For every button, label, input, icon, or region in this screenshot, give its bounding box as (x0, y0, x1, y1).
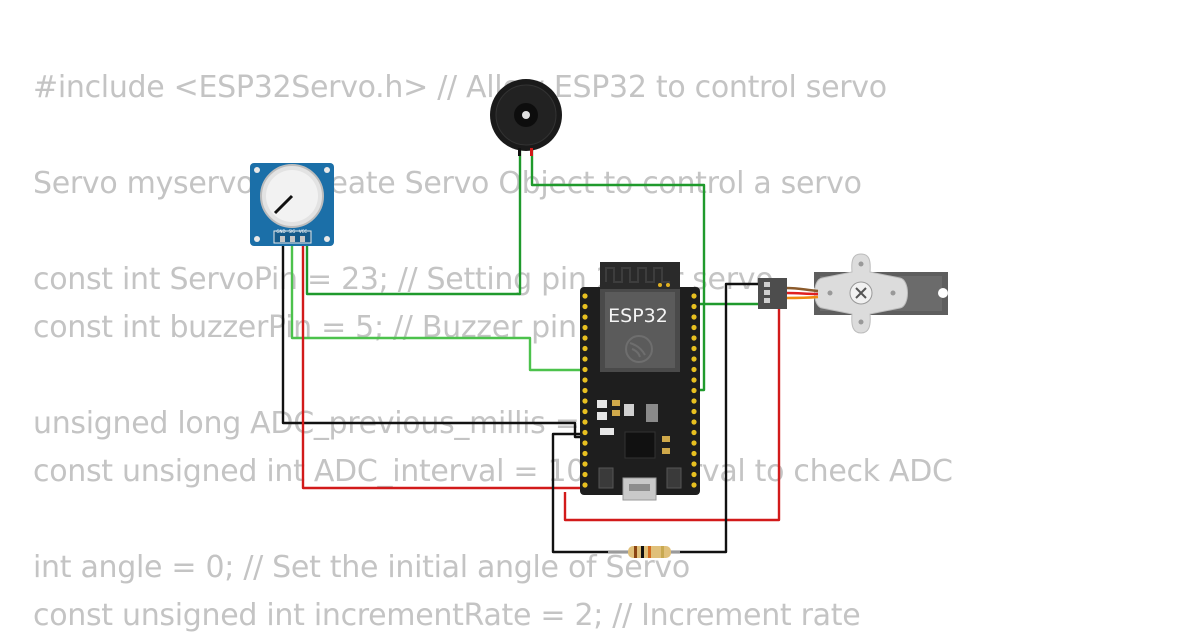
esp32-pin[interactable] (691, 461, 697, 467)
wire-pot-power[interactable] (301, 240, 585, 490)
esp32-pin[interactable] (691, 345, 697, 352)
espressif-logo-icon (625, 335, 653, 363)
esp32-pin[interactable] (582, 461, 588, 467)
buzzer[interactable] (490, 79, 562, 156)
esp32-pin[interactable] (582, 398, 588, 404)
esp32-pin[interactable] (582, 440, 588, 446)
wire-pot-signal[interactable] (290, 240, 585, 372)
esp32-pin[interactable] (582, 408, 588, 415)
esp32-pin[interactable] (691, 408, 697, 415)
esp32-pin[interactable] (691, 314, 697, 320)
esp32-pin[interactable] (691, 335, 697, 341)
potentiometer-knob-indicator (273, 194, 294, 215)
esp32-pin[interactable] (691, 450, 697, 457)
wire-pot-ground[interactable] (281, 240, 585, 439)
code-line-include: #include <ESP32Servo.h> // Allow ESP32 t… (33, 70, 887, 105)
pot-pin-label-vcc: VCC (299, 229, 308, 234)
esp32-pin[interactable] (582, 387, 588, 394)
servo-connector[interactable] (758, 278, 787, 309)
esp32-pin[interactable] (582, 314, 588, 320)
esp32-pin[interactable] (582, 366, 588, 373)
esp32-pin[interactable] (582, 419, 588, 425)
esp32-pin[interactable] (582, 345, 588, 352)
esp32-pin[interactable] (582, 293, 588, 299)
esp32-pin-headers (582, 293, 697, 488)
esp32-pin[interactable] (691, 303, 697, 310)
pot-pin-label-sig: SIG (289, 229, 296, 234)
resistor[interactable] (608, 546, 680, 558)
esp32-pin[interactable] (691, 366, 697, 373)
code-line-buzzer-pin: const int buzzerPin = 5; // Buzzer pin (33, 310, 577, 345)
code-line-angle: int angle = 0; // Set the initial angle … (33, 550, 690, 585)
potentiometer[interactable]: GND SIG VCC (250, 163, 334, 246)
esp32-pin[interactable] (691, 377, 697, 383)
esp32-pin[interactable] (691, 324, 697, 331)
code-line-increment-rate: const unsigned int incrementRate = 2; //… (33, 598, 861, 633)
servo-motor[interactable] (758, 253, 948, 334)
esp32-pin[interactable] (582, 335, 588, 341)
esp32-pin[interactable] (582, 303, 588, 310)
esp32-pin[interactable] (691, 419, 697, 425)
esp32-reset-button[interactable] (666, 467, 682, 489)
servo-screw-icon (855, 287, 867, 299)
wire-buzzer-ground[interactable] (530, 150, 706, 392)
esp32-pin[interactable] (691, 293, 697, 299)
esp32-pin[interactable] (582, 482, 588, 488)
esp32-pin[interactable] (691, 482, 697, 488)
esp32-pin[interactable] (691, 356, 697, 362)
wire-buzzer-signal[interactable] (305, 150, 522, 296)
esp32-pin[interactable] (582, 450, 588, 457)
esp32-pin[interactable] (582, 324, 588, 331)
esp32-label: ESP32 (608, 305, 668, 327)
esp32-pin[interactable] (582, 471, 588, 478)
esp32-pin[interactable] (691, 387, 697, 394)
esp32-pin[interactable] (582, 377, 588, 383)
esp32-pin[interactable] (582, 356, 588, 362)
esp32-pin[interactable] (691, 398, 697, 404)
esp32-board[interactable]: ESP32 (580, 262, 700, 501)
esp32-pin[interactable] (691, 471, 697, 478)
esp32-boot-button[interactable] (598, 467, 614, 489)
pot-pin-label-gnd: GND (276, 229, 285, 234)
wires (281, 150, 781, 554)
esp32-pin[interactable] (691, 429, 697, 436)
esp32-pin[interactable] (691, 440, 697, 446)
esp32-pin[interactable] (582, 429, 588, 436)
